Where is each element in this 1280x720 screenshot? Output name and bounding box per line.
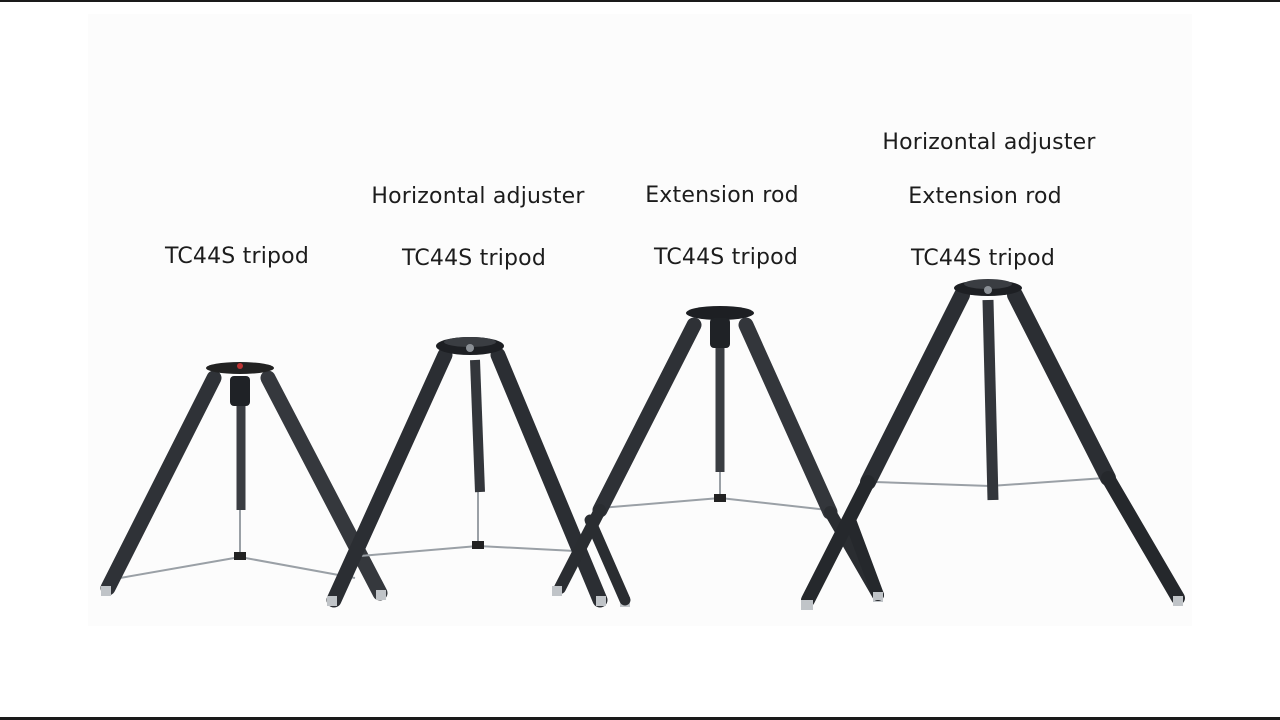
label-config-4-horizontal-adjuster: Horizontal adjuster [882, 130, 1096, 155]
label-config-3-extension-rod: Extension rod [645, 183, 799, 208]
label-config-2-horizontal-adjuster: Horizontal adjuster [371, 184, 585, 209]
tripod-2-image [326, 337, 608, 608]
product-photo-background [88, 14, 1192, 626]
label-config-4-extension-rod: Extension rod [908, 184, 1062, 209]
label-config-1-tripod: TC44S tripod [164, 244, 310, 269]
tripod-4-image [801, 279, 1185, 610]
label-config-2-tripod: TC44S tripod [401, 246, 547, 271]
tripod-3-image [552, 306, 884, 607]
label-config-3-tripod: TC44S tripod [653, 245, 799, 270]
bottom-border [0, 717, 1280, 720]
top-border [0, 0, 1280, 2]
label-config-4-tripod: TC44S tripod [910, 246, 1056, 271]
